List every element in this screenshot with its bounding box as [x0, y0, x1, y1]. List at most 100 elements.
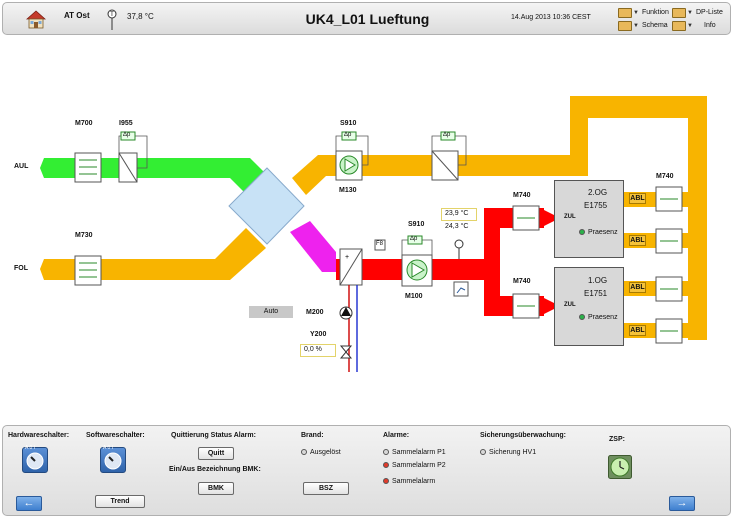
presence-1og: Praesenz [579, 314, 618, 321]
filter-exhaust [431, 131, 467, 181]
hardware-selector-marks: A 0 I [25, 445, 36, 451]
m200-label: M200 [306, 309, 324, 316]
zsp-label: ZSP: [609, 436, 625, 443]
damper-abl-2og-bottom [655, 228, 683, 254]
software-selector-switch[interactable] [100, 447, 126, 473]
presence-2og: Praesenz [579, 229, 618, 236]
brand-status: Ausgelöst [301, 449, 341, 456]
quit-button[interactable]: Quitt [198, 447, 234, 460]
datetime: 14.Aug 2013 10:36 CEST [511, 14, 591, 21]
auto-mode-button[interactable]: Auto [249, 306, 293, 318]
bmk-button[interactable]: BMK [198, 482, 234, 495]
m130-label: M130 [339, 187, 357, 194]
abl-badge: ABL [629, 193, 646, 204]
heat-exchanger [228, 167, 305, 245]
folder-icon-info[interactable] [672, 21, 686, 31]
header-bar [2, 2, 731, 35]
quit-label: Quittierung Status Alarm: [171, 432, 256, 439]
bmk-label: Ein/Aus Bezeichnung BMK: [169, 466, 261, 473]
m740-top-label: M740 [656, 173, 674, 180]
m700-label: M700 [75, 120, 93, 127]
f8-box [374, 239, 386, 251]
zul-arrow-bottom [544, 298, 560, 314]
menu-schema[interactable]: Schema [642, 22, 668, 29]
outside-temperature: 37,8 °C [127, 12, 154, 21]
thermometer-icon [454, 239, 464, 259]
filter-i955 [118, 131, 148, 183]
fol-label: FOL [14, 265, 28, 272]
s910-mid-label: S910 [408, 221, 425, 228]
fol-inlet-arrow [34, 259, 44, 280]
folder-icon-dp-liste[interactable] [672, 8, 686, 18]
aul-label: AUL [14, 163, 29, 170]
abl-badge: ABL [629, 282, 646, 293]
alarm-p2: Sammelalarm P2 [383, 462, 446, 469]
floor-code: E1755 [584, 201, 608, 210]
software-switch-label: Softwareschalter: [86, 432, 145, 439]
page-title: UK4_L01 Lueftung [305, 11, 430, 27]
status-led [301, 449, 307, 456]
y200-label: Y200 [310, 331, 327, 338]
m730-label: M730 [75, 232, 93, 239]
sicherung-label: Sicherungsüberwachung: [480, 432, 566, 439]
damper-abl-1og-top [655, 276, 683, 302]
alarm-led [383, 462, 389, 469]
svg-text:+: + [345, 254, 349, 261]
damper-m700 [74, 152, 102, 183]
y200-value: 0,0 % [300, 344, 336, 357]
dp-label: Δp [443, 132, 451, 138]
zul-label: ZUL [564, 302, 576, 308]
chevron-down-icon[interactable]: ▼ [633, 10, 639, 16]
chevron-down-icon[interactable]: ▼ [687, 23, 693, 29]
floor-box-1og [554, 267, 624, 346]
chevron-down-icon[interactable]: ▼ [687, 10, 693, 16]
folder-icon-funktion[interactable] [618, 8, 632, 18]
thermometer-icon: T [107, 9, 117, 31]
menu-dp-liste[interactable]: DP-Liste [696, 9, 723, 16]
damper-m740-top [655, 186, 683, 212]
forward-arrow-button[interactable]: → [669, 496, 695, 511]
m740-mid2-label: M740 [513, 278, 531, 285]
exhaust-riser-duct [570, 96, 707, 340]
valve-y200 [339, 345, 353, 359]
alarme-label: Alarme: [383, 432, 410, 439]
abl-badge: ABL [629, 235, 646, 246]
trend-button[interactable]: Trend [95, 495, 145, 508]
floor-name: 1.OG [588, 276, 608, 285]
back-arrow-button[interactable]: ← [16, 496, 42, 511]
trend-chart-icon [453, 281, 469, 297]
clock-icon[interactable] [608, 455, 632, 479]
folder-icon-schema[interactable] [618, 21, 632, 31]
sicherung-hv1: Sicherung HV1 [480, 449, 536, 456]
software-selector-marks: A 0 I [103, 445, 114, 451]
aul-inlet-arrow [34, 158, 44, 178]
floor-code: E1751 [584, 289, 608, 298]
damper-abl-1og-bottom [655, 318, 683, 344]
heater-duct [290, 221, 336, 272]
heating-coil: + [339, 248, 363, 372]
hardware-selector-switch[interactable] [22, 447, 48, 473]
menu-info[interactable]: Info [704, 22, 716, 29]
s910-top-label: S910 [340, 120, 357, 127]
damper-m740-mid1 [512, 205, 540, 231]
m100-label: M100 [405, 293, 423, 300]
home-icon[interactable] [25, 9, 47, 29]
alarm-led [383, 478, 389, 485]
dp-label: Δp [123, 132, 131, 138]
supply-temp-1: 23,9 °C [441, 208, 477, 221]
f8-label: F8 [376, 241, 384, 247]
location-label: AT Ost [64, 11, 90, 20]
status-led [480, 449, 486, 456]
chevron-down-icon[interactable]: ▼ [633, 23, 639, 29]
bsz-button[interactable]: BSZ [303, 482, 349, 495]
fan-m130 [335, 131, 369, 181]
menu-funktion[interactable]: Funktion [642, 9, 669, 16]
exhaust-lower-duct [34, 228, 266, 280]
dp-label: Δp [410, 236, 418, 242]
damper-m730 [74, 255, 102, 286]
svg-text:T: T [110, 12, 114, 18]
ventilation-schematic: + [34, 96, 707, 372]
presence-led [579, 314, 585, 321]
floor-name: 2.OG [588, 188, 608, 197]
floor-box-2og [554, 180, 624, 258]
